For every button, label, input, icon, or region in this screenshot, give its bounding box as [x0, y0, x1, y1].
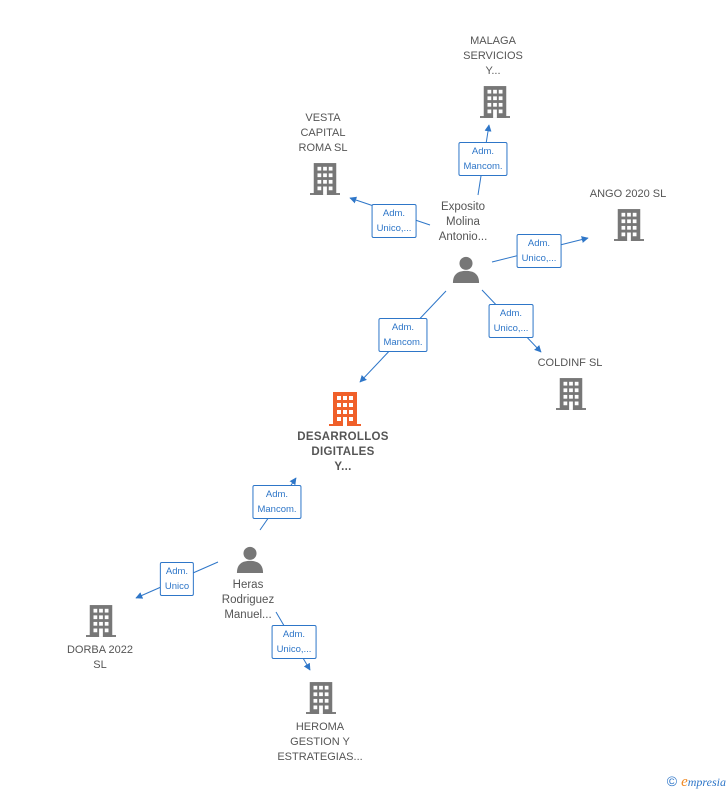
node-label-desarrollos[interactable]: DESARROLLOS DIGITALES Y...	[297, 431, 389, 473]
building-icon[interactable]	[310, 163, 340, 195]
edge-label-exposito-vesta[interactable]: Adm. Unico,...	[371, 204, 417, 238]
building-icon[interactable]	[614, 209, 644, 241]
edge-label-heras-desarrollos[interactable]: Adm. Mancom.	[252, 485, 302, 519]
brand-logo-text: mpresia	[687, 775, 726, 789]
building-icon[interactable]	[306, 682, 336, 714]
edge-label-exposito-desarrollos[interactable]: Adm. Mancom.	[378, 318, 428, 352]
node-label-dorba[interactable]: DORBA 2022 SL	[66, 644, 134, 671]
copyright-icon: ©	[666, 773, 678, 789]
person-icon[interactable]	[236, 546, 264, 573]
edge-label-exposito-malaga[interactable]: Adm. Mancom.	[458, 142, 508, 176]
building-icon[interactable]	[556, 378, 586, 410]
node-label-vesta[interactable]: VESTA CAPITAL ROMA SL	[298, 112, 348, 154]
node-label-ango[interactable]: ANGO 2020 SL	[589, 188, 667, 200]
edge-label-heras-heroma[interactable]: Adm. Unico,...	[271, 625, 317, 659]
empresia-watermark[interactable]: ©empresia	[667, 773, 726, 791]
node-label-coldinf[interactable]: COLDINF SL	[537, 357, 603, 369]
building-icon[interactable]	[86, 605, 116, 637]
person-icon[interactable]	[452, 256, 480, 283]
node-label-heroma[interactable]: HEROMA GESTION Y ESTRATEGIAS...	[277, 721, 363, 763]
node-label-heras[interactable]: Heras Rodriguez Manuel...	[221, 579, 275, 621]
brand-logo-e: e	[681, 774, 688, 790]
node-label-exposito[interactable]: Exposito Molina Antonio...	[438, 201, 488, 243]
node-label-malaga[interactable]: MALAGA SERVICIOS Y...	[463, 35, 523, 77]
edge-label-exposito-ango[interactable]: Adm. Unico,...	[516, 234, 562, 268]
building-icon[interactable]	[329, 392, 361, 426]
edge-label-heras-dorba[interactable]: Adm. Unico	[159, 562, 195, 596]
edge-label-exposito-coldinf[interactable]: Adm. Unico,...	[488, 304, 534, 338]
edges	[135, 124, 589, 671]
building-icon[interactable]	[480, 86, 510, 118]
